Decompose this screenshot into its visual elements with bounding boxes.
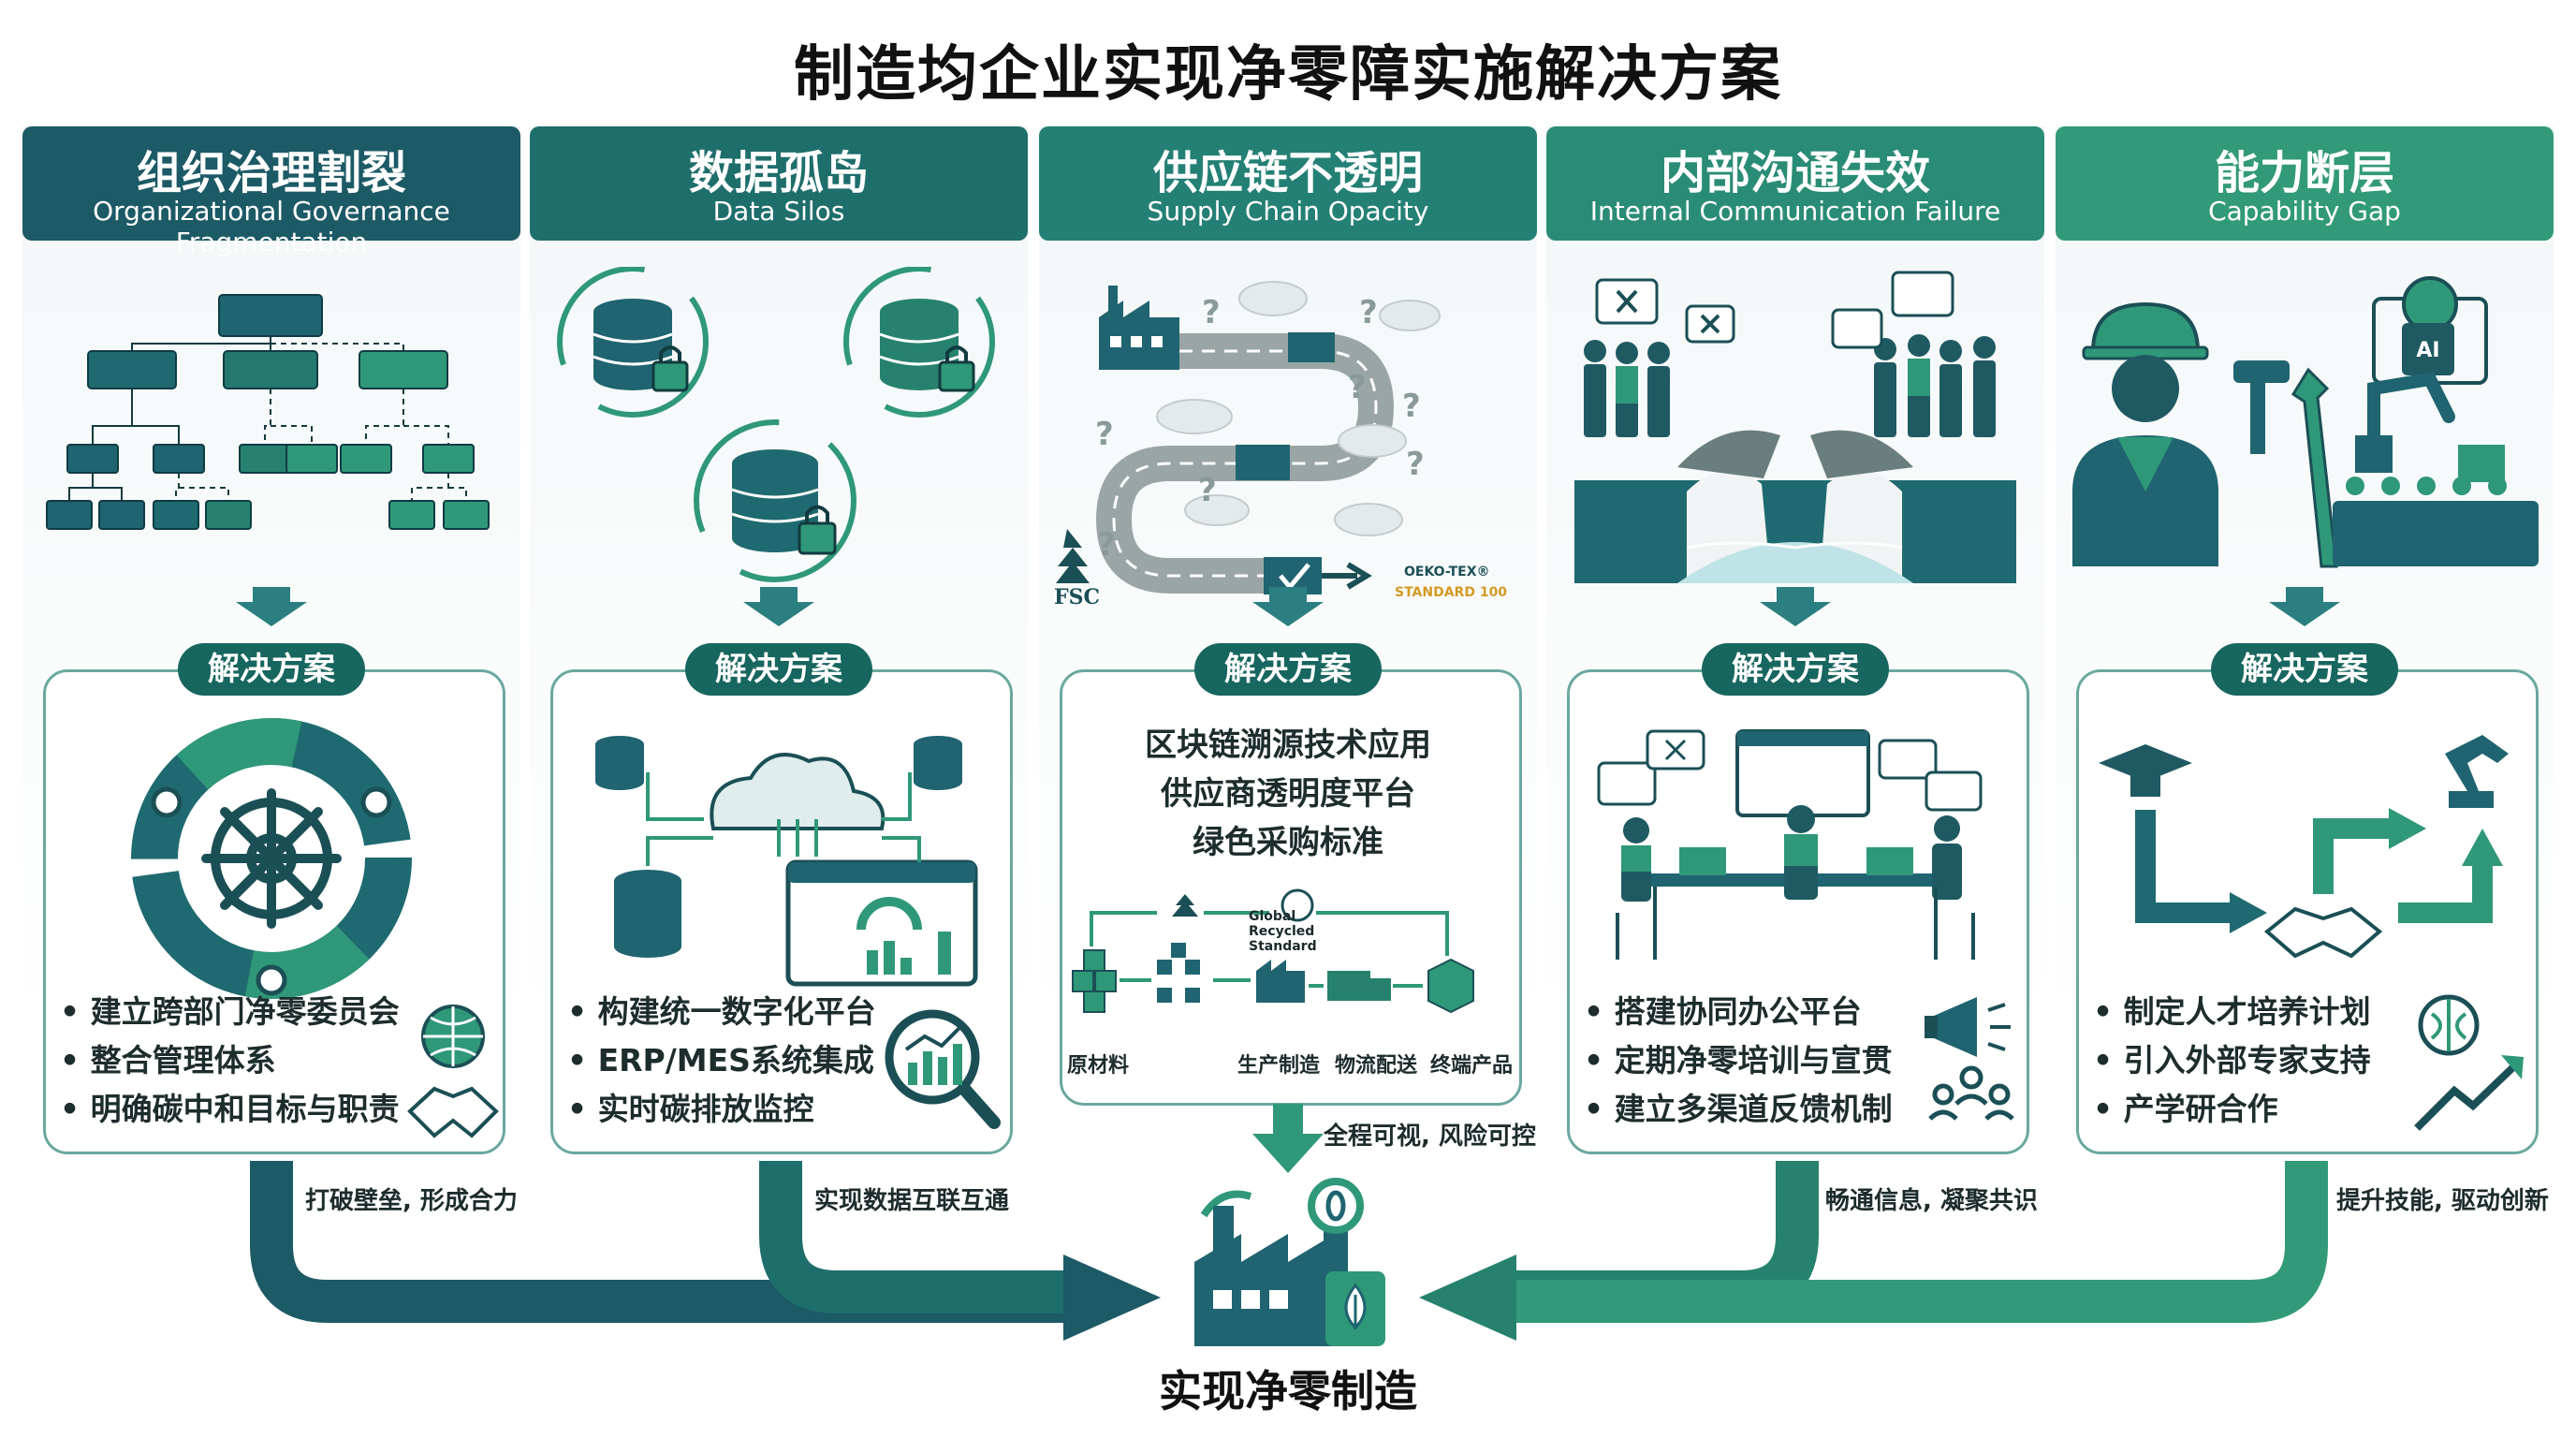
solution-item: 制定人才培养计划 (2093, 988, 2505, 1036)
helm-cycle-icon (131, 718, 412, 999)
megaphone-team-icon (1925, 997, 2014, 1121)
column-title-en: Internal Communication Failure (1589, 196, 2001, 227)
svg-text:?: ? (1095, 416, 1114, 453)
worker-robot-icon: AI (2072, 276, 2539, 568)
solution-list: 建立跨部门净零委员会 整合管理体系 明确碳中和目标与职责 (60, 988, 472, 1134)
solution-list: 搭建协同办公平台 定期净零培训与宣贯 建立多渠道反馈机制 (1584, 988, 1996, 1134)
growth-path-icon (2099, 735, 2509, 959)
svg-text:?: ? (1198, 472, 1217, 509)
fsc-logo: FSC (1054, 585, 1100, 609)
svg-text:OEKO-TEX®: OEKO-TEX® (1404, 565, 1490, 580)
column-title-en: Capability Gap (2208, 196, 2401, 227)
page-title: 制造均企业实现净零障实施解决方案 (794, 40, 1782, 110)
meeting-table-icon (1597, 729, 1983, 960)
column-header: 供应链不透明 Supply Chain Opacity (1039, 126, 1537, 241)
globe-handshake-icon (407, 1005, 499, 1138)
svg-text:?: ? (1202, 294, 1221, 331)
column-title-en: Data Silos (712, 196, 845, 227)
arrow-down-icon (236, 587, 307, 626)
column-title-en: Supply Chain Opacity (1147, 196, 1429, 227)
column-header: 组织治理割裂 Organizational Governance Fragmen… (22, 126, 520, 257)
solution-list: 区块链溯源技术应用 供应商透明度平台 绿色采购标准 (1075, 721, 1501, 867)
solution-item: 搭建协同办公平台 (1584, 988, 1996, 1036)
outcome-label: 实现数据互联互通 (814, 1187, 1010, 1215)
column-communication: 内部沟通失效 Internal Communication Failure (1546, 126, 2044, 1184)
solution-list: 制定人才培养计划 引入外部专家支持 产学研合作 (2093, 988, 2505, 1134)
svg-text:?: ? (1097, 526, 1116, 564)
solution-item: 引入外部专家支持 (2093, 1036, 2505, 1085)
outcome-label: 打破壁垒, 形成合力 (305, 1187, 518, 1215)
goal-label: 实现净零制造 (1159, 1366, 1417, 1416)
column-title-zh: 内部沟通失效 (1660, 147, 1930, 199)
outcome-label: 提升技能, 驱动创新 (2336, 1187, 2549, 1215)
column-header: 数据孤岛 Data Silos (530, 126, 1028, 241)
column-title-zh: 组织治理割裂 (136, 147, 406, 199)
solution-pill: 解决方案 (1702, 643, 1889, 696)
solution-item: 建立多渠道反馈机制 (1584, 1085, 1996, 1134)
svg-text:STANDARD 100: STANDARD 100 (1395, 585, 1507, 600)
solution-item: 构建统一数字化平台 (567, 988, 979, 1036)
ai-chip-label: AI (2416, 339, 2439, 362)
grs-logo: Global Recycled Standard (1249, 909, 1317, 954)
arrow-down-icon (743, 587, 814, 626)
column-header: 内部沟通失效 Internal Communication Failure (1546, 126, 2044, 241)
svg-text:?: ? (1406, 446, 1425, 483)
brain-growth-icon (2414, 994, 2524, 1131)
solution-list: 构建统一数字化平台 ERP/MES系统集成 实时碳排放监控 (567, 988, 979, 1134)
column-title-zh: 供应链不透明 (1152, 147, 1423, 199)
solution-item: 供应商透明度平台 (1161, 775, 1415, 813)
solution-item: 绿色采购标准 (1193, 824, 1383, 861)
flow-step-label: 生产制造 (1237, 1054, 1321, 1078)
column-title-zh: 能力断层 (2214, 147, 2394, 199)
outcome-label: 畅通信息, 凝聚共识 (1825, 1187, 2038, 1215)
outcome-label: 全程可视, 风险可控 (1324, 1123, 1536, 1151)
org-chart-icon (46, 294, 490, 530)
flow-step-label: 物流配送 (1335, 1054, 1418, 1078)
arrow-down-icon (1760, 587, 1831, 626)
solution-item: 明确碳中和目标与职责 (60, 1085, 472, 1134)
solution-item: 产学研合作 (2093, 1085, 2505, 1134)
solution-pill: 解决方案 (685, 643, 872, 696)
solution-item: 实时碳排放监控 (567, 1085, 979, 1134)
broken-bridge-icon (1574, 271, 2016, 583)
flow-step-label: 原材料 (1067, 1054, 1130, 1078)
flow-step-label: 终端产品 (1430, 1054, 1514, 1078)
column-title-en: Organizational Governance Fragmentation (93, 196, 450, 257)
solution-panel (1060, 669, 1522, 1106)
arrow-down-icon (2269, 587, 2340, 626)
arrow-down-icon (1252, 587, 1324, 626)
column-capability: 能力断层 Capability Gap AI 解决方案 (2056, 126, 2554, 1184)
column-governance: 组织治理割裂 Organizational Governance Fragmen… (22, 126, 520, 1184)
magnifier-chart-icon (885, 1009, 1001, 1129)
traceability-flow-icon (1072, 888, 1474, 1014)
supply-road-icon: ???? ???? FSC OEKO-TEX® STANDARD 100 (1054, 281, 1507, 609)
arrow-down-icon (1252, 1104, 1324, 1173)
svg-text:?: ? (1359, 294, 1378, 331)
column-header: 能力断层 Capability Gap (2056, 126, 2554, 241)
solution-pill: 解决方案 (178, 643, 365, 696)
solution-item: 整合管理体系 (60, 1036, 472, 1085)
locked-database-icon (557, 267, 995, 582)
solution-item: 建立跨部门净零委员会 (60, 988, 472, 1036)
column-title-zh: 数据孤岛 (688, 147, 869, 199)
svg-text:?: ? (1402, 388, 1421, 425)
net-zero-factory-icon (1194, 1178, 1385, 1346)
cloud-platform-icon (595, 736, 978, 987)
solution-item: ERP/MES系统集成 (567, 1036, 979, 1085)
svg-text:?: ? (1348, 369, 1367, 406)
column-supply-chain: 供应链不透明 Supply Chain Opacity ???? ???? FS… (1039, 126, 1537, 1184)
solution-pill: 解决方案 (2211, 643, 2398, 696)
column-data-silos: 数据孤岛 Data Silos (530, 126, 1028, 1184)
solution-item: 定期净零培训与宣贯 (1584, 1036, 1996, 1085)
solution-item: 区块链溯源技术应用 (1145, 726, 1431, 764)
solution-pill: 解决方案 (1194, 643, 1382, 696)
